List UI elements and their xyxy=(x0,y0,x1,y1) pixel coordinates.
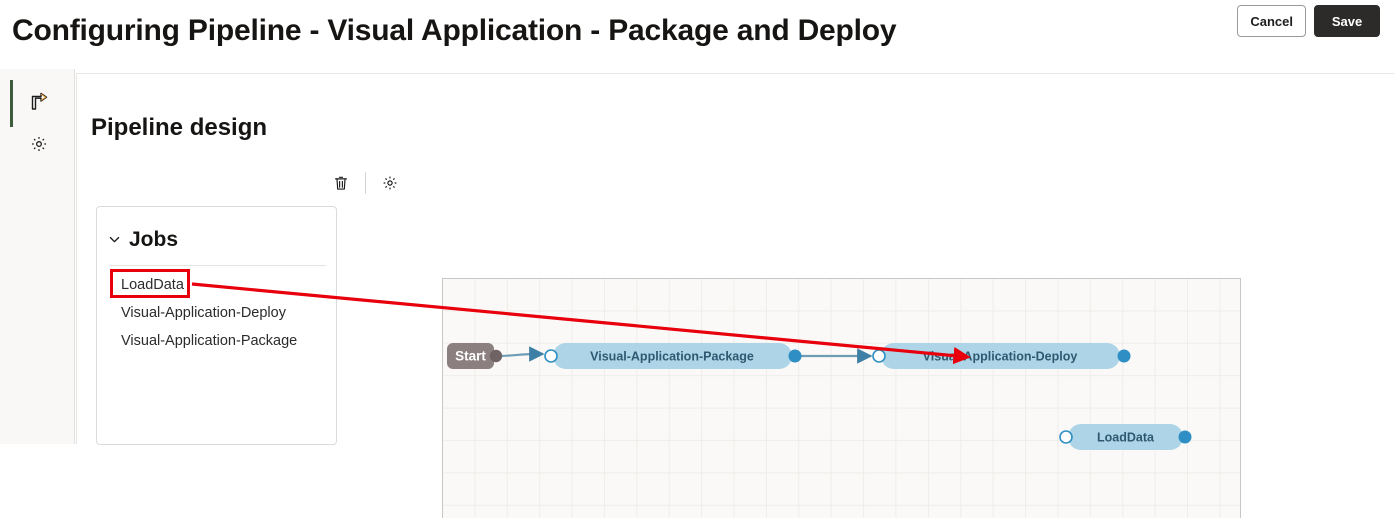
gear-icon[interactable] xyxy=(26,131,52,157)
start-node-label: Start xyxy=(455,349,486,364)
save-button[interactable]: Save xyxy=(1314,5,1380,37)
package-node-output-port[interactable] xyxy=(788,349,802,363)
chevron-down-icon[interactable] xyxy=(109,234,120,245)
trash-icon-glyph xyxy=(335,176,347,190)
page-title: Configuring Pipeline - Visual Applicatio… xyxy=(12,14,897,47)
canvas-node-loaddata[interactable]: LoadData xyxy=(1059,424,1192,450)
pipeline-canvas[interactable]: Start Visual-Application-Package Visual-… xyxy=(442,278,1241,518)
pipeline-icon-glyph xyxy=(31,92,48,110)
toolbar-divider xyxy=(365,172,366,194)
pipeline-icon[interactable] xyxy=(26,89,52,115)
pipeline-graph: Start Visual-Application-Package Visual-… xyxy=(447,343,1192,450)
package-node-label: Visual-Application-Package xyxy=(590,350,754,364)
package-node-input-port[interactable] xyxy=(544,349,558,363)
canvas-toolbar xyxy=(329,170,402,196)
job-list-item-visual-application-package[interactable]: Visual-Application-Package xyxy=(121,333,298,349)
section-title: Pipeline design xyxy=(91,114,268,141)
pipeline-design-card: Pipeline design xyxy=(76,73,1394,518)
deploy-node-label: Visual-Application-Deploy xyxy=(923,350,1078,364)
loaddata-node-output-port[interactable] xyxy=(1178,430,1192,444)
jobs-panel: Jobs LoadData Visual-Application-Deploy … xyxy=(96,206,337,445)
deploy-node-output-port[interactable] xyxy=(1117,349,1131,363)
canvas-settings-gear-icon[interactable] xyxy=(378,171,402,195)
rail-active-indicator xyxy=(10,80,13,127)
canvas-node-start[interactable]: Start xyxy=(447,343,503,369)
deploy-node-input-port[interactable] xyxy=(872,349,886,363)
gear-icon-glyph xyxy=(383,176,397,190)
cancel-button[interactable]: Cancel xyxy=(1237,5,1306,37)
header-actions: Cancel Save xyxy=(1237,5,1380,37)
app-header: Configuring Pipeline - Visual Applicatio… xyxy=(0,0,1394,69)
canvas-node-visual-application-deploy[interactable]: Visual-Application-Deploy xyxy=(872,343,1131,369)
job-list-item-loaddata[interactable]: LoadData xyxy=(121,277,184,293)
trash-icon[interactable] xyxy=(329,171,353,195)
loaddata-node-input-port[interactable] xyxy=(1059,430,1073,444)
gear-icon-glyph xyxy=(31,136,47,152)
left-rail xyxy=(0,69,75,444)
start-node-output-port[interactable] xyxy=(489,349,503,363)
loaddata-node-label: LoadData xyxy=(1097,431,1155,445)
job-list-item-visual-application-deploy[interactable]: Visual-Application-Deploy xyxy=(121,305,286,321)
jobs-header-divider xyxy=(109,265,326,266)
jobs-section-header[interactable]: Jobs xyxy=(109,229,178,250)
jobs-list: LoadData Visual-Application-Deploy Visua… xyxy=(97,271,336,355)
link-start-to-package xyxy=(495,346,545,362)
jobs-title: Jobs xyxy=(129,228,179,251)
canvas-node-visual-application-package[interactable]: Visual-Application-Package xyxy=(544,343,802,369)
